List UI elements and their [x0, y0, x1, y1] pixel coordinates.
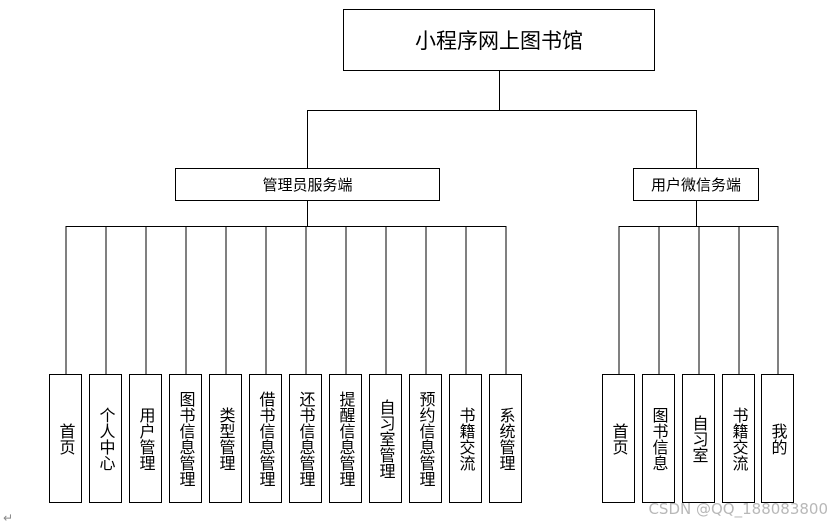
leaf-label: 类型管理: [216, 406, 236, 471]
leaf-label: 图书信息管理: [176, 390, 196, 487]
leaf-node: 还书信息管理: [289, 374, 322, 503]
leaf-node: 个人中心: [89, 374, 122, 503]
leaf-node: 用户管理: [129, 374, 162, 503]
leaf-node: 自习室管理: [369, 374, 402, 503]
leaf-label: 自习室: [689, 414, 709, 463]
leaf-node: 我的: [761, 374, 794, 503]
leaf-label: 图书信息: [649, 406, 669, 471]
leaf-label: 首页: [56, 422, 76, 455]
root-label: 小程序网上图书馆: [415, 29, 583, 53]
paragraph-mark: ↵: [3, 511, 14, 525]
leaf-label: 借书信息管理: [256, 390, 276, 487]
leaf-node: 类型管理: [209, 374, 242, 503]
leaf-label: 提醒信息管理: [336, 390, 356, 487]
branch-user-label: 用户微信务端: [650, 176, 741, 194]
leaf-label: 个人中心: [96, 406, 116, 471]
branch-admin: 管理员服务端: [175, 168, 440, 201]
leaf-node: 提醒信息管理: [329, 374, 362, 503]
leaf-node: 书籍交流: [722, 374, 755, 503]
leaf-label: 首页: [609, 422, 629, 455]
leaf-label: 预约信息管理: [416, 390, 436, 487]
leaf-node: 书籍交流: [449, 374, 482, 503]
leaf-label: 我的: [768, 422, 788, 455]
watermark: CSDN @QQ_188083800: [648, 500, 828, 518]
leaf-label: 自习室管理: [376, 398, 396, 479]
leaf-label: 还书信息管理: [296, 390, 316, 487]
leaf-label: 系统管理: [496, 406, 516, 471]
leaf-node: 图书信息管理: [169, 374, 202, 503]
leaf-node: 首页: [49, 374, 82, 503]
leaf-node: 预约信息管理: [409, 374, 442, 503]
branch-admin-label: 管理员服务端: [262, 176, 353, 194]
leaf-node: 自习室: [682, 374, 715, 503]
branch-user: 用户微信务端: [633, 168, 759, 201]
leaf-label: 用户管理: [136, 406, 156, 471]
leaf-node: 借书信息管理: [249, 374, 282, 503]
leaf-label: 书籍交流: [729, 406, 749, 471]
leaf-node: 首页: [602, 374, 635, 503]
leaf-node: 图书信息: [642, 374, 675, 503]
leaf-label: 书籍交流: [456, 406, 476, 471]
root-node: 小程序网上图书馆: [343, 9, 655, 71]
leaf-node: 系统管理: [489, 374, 522, 503]
